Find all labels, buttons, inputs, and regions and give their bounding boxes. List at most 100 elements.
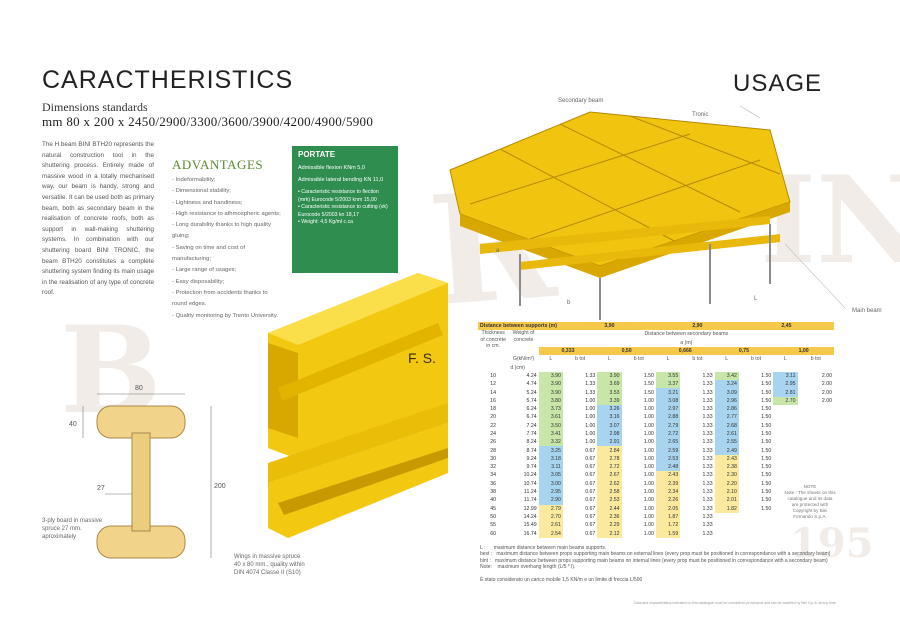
btot-cell: 1.50	[761, 439, 772, 446]
btot-cell: 1.50	[761, 414, 772, 421]
thickness-cell: 16	[490, 397, 497, 404]
weight-unit: G(kN/m²)	[512, 356, 535, 363]
span-cell: 2.70	[773, 396, 798, 405]
span-cell: 3.69	[597, 380, 622, 389]
btot-cell	[739, 529, 773, 537]
thickness-cell: 55	[490, 522, 497, 529]
span-cell: 2.59	[655, 446, 681, 455]
btot-cell: 1.50	[761, 397, 772, 404]
span-cell: 3.26	[597, 404, 622, 414]
portate-item: • Caracteristic resistance to cutting (v…	[298, 204, 388, 218]
span-cell: 2.01	[714, 496, 739, 505]
dimensions-heading: Dimensions standards	[42, 100, 148, 114]
span-cell: 3.53	[597, 388, 622, 397]
btot-cell: 1.00	[643, 480, 654, 487]
btot-cell: 0.67	[585, 530, 596, 537]
btot-cell: 1.50	[761, 480, 772, 487]
span-cell: 3.21	[655, 388, 681, 397]
btot-cell	[798, 455, 835, 463]
thickness-cell: 28	[490, 447, 497, 454]
btot-cell: 1.00	[643, 497, 654, 504]
span-cell: 3.32	[538, 438, 563, 447]
span-cell: 2.20	[714, 479, 739, 488]
dimensions-sizes: mm 80 x 200 x 2450/2900/3300/3600/3900/4…	[42, 114, 374, 129]
btot-cell	[798, 471, 835, 479]
page-title-left: CARACTHERISTICS	[42, 66, 294, 94]
span-cell: 1.59	[655, 529, 681, 538]
span-cell: 3.41	[538, 429, 563, 439]
span-cell: 3.61	[538, 413, 563, 422]
span-cell: 3.80	[538, 396, 563, 405]
btot-cell: 1.33	[702, 431, 713, 437]
span-cell	[773, 446, 797, 454]
span-cell	[715, 513, 739, 521]
span-cell: 2.97	[655, 404, 681, 414]
usage-table-wrapper: Distance between supports (m) 3,90 2,90 …	[478, 322, 834, 538]
span-cell	[773, 438, 797, 446]
span-cell: 2.53	[655, 454, 681, 464]
btot-cell	[739, 521, 773, 529]
btot-cell: 1.33	[702, 422, 713, 429]
italian-note: È stato considerato un carico mobile 1,5…	[480, 576, 643, 583]
footnote-item: bint : maximum distance between props su…	[480, 557, 828, 564]
span-cell: 2.61	[714, 429, 739, 439]
btot-cell	[798, 438, 835, 446]
advantage-item: - Protection from accidents thanks to ro…	[172, 289, 268, 308]
btot-cell: 1.00	[643, 447, 654, 454]
btot-cell: 1.50	[761, 406, 772, 413]
btot-cell: 1.33	[702, 497, 713, 504]
btot-cell: 1.00	[643, 472, 654, 479]
supports-label: Distance between supports (m)	[478, 322, 563, 331]
weight-cell: 7.74	[526, 431, 537, 437]
btot-cell: 1.50	[761, 505, 772, 512]
span-cell	[773, 422, 797, 430]
btot-cell	[798, 521, 835, 529]
span-cell: 2.54	[538, 529, 563, 538]
btot-cell: 1.00	[585, 414, 596, 421]
span-cell: 2.58	[597, 487, 622, 497]
btot-cell: 1.33	[702, 389, 713, 396]
footnotes: L : maximum distance between main beams …	[480, 545, 860, 583]
col-header-b: b tot	[575, 356, 586, 363]
span-cell: 2.68	[714, 421, 739, 430]
span-cell: 2.26	[655, 496, 681, 505]
btot-cell: 1.33	[702, 414, 713, 421]
btot-cell: 0.67	[585, 447, 596, 454]
thickness-cell: 22	[490, 422, 497, 429]
btot-cell: 1.50	[761, 464, 772, 471]
a-unit-row: a (m)	[478, 339, 834, 347]
span-cell: 2.95	[773, 380, 798, 389]
portate-title: PORTATE	[298, 150, 336, 159]
btot-cell: 1.00	[643, 414, 654, 421]
advantage-item: - Long durability thanks to high quality…	[172, 222, 271, 240]
advantage-item: - Indeformability;	[172, 177, 216, 183]
btot-cell: 1.00	[643, 464, 654, 471]
span-cell: 3.90	[538, 388, 563, 397]
btot-cell: 1.50	[761, 431, 772, 437]
btot-cell: 0.67	[585, 480, 596, 487]
btot-cell: 1.50	[761, 389, 772, 396]
d-unit-row: d (cm)	[478, 363, 834, 371]
advantages-list: - Indeformability;- Dimensional stabilit…	[172, 175, 284, 322]
span-cell: 3.55	[655, 371, 681, 381]
span-cell: 2.96	[714, 396, 739, 405]
span-cell: 3.90	[538, 371, 563, 381]
weight-cell: 5.24	[526, 389, 537, 396]
btot-cell	[798, 413, 835, 421]
span-cell: 2.34	[655, 487, 681, 497]
btot-cell: 1.33	[702, 530, 713, 537]
span-cell: 3.11	[773, 371, 798, 381]
weight-header: Weight of concrete	[508, 330, 539, 356]
advantage-item: - Saving on time and cost of manufacturi…	[172, 244, 246, 263]
btot-cell: 1.33	[702, 480, 713, 487]
